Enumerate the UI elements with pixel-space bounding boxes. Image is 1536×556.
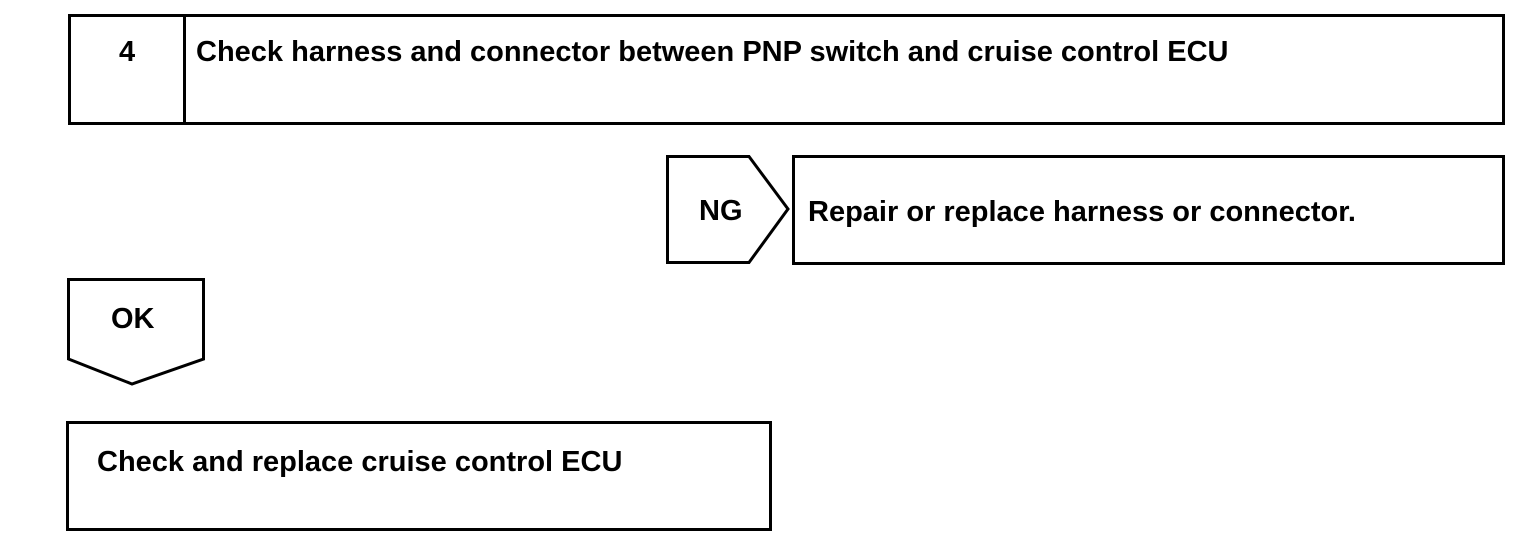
step-number-divider [183,17,186,122]
step-number: 4 [119,36,136,68]
ng-arrow-shape [666,155,790,264]
ng-action-text: Repair or replace harness or connector. [808,196,1356,228]
ok-arrow-shape [67,278,205,386]
final-step-box [66,421,772,531]
step-box [68,14,1505,125]
final-step-text: Check and replace cruise control ECU [97,446,623,478]
ng-label: NG [699,195,743,227]
step-title: Check harness and connector between PNP … [196,36,1229,68]
ng-action-box [792,155,1505,265]
ok-label: OK [111,303,155,335]
